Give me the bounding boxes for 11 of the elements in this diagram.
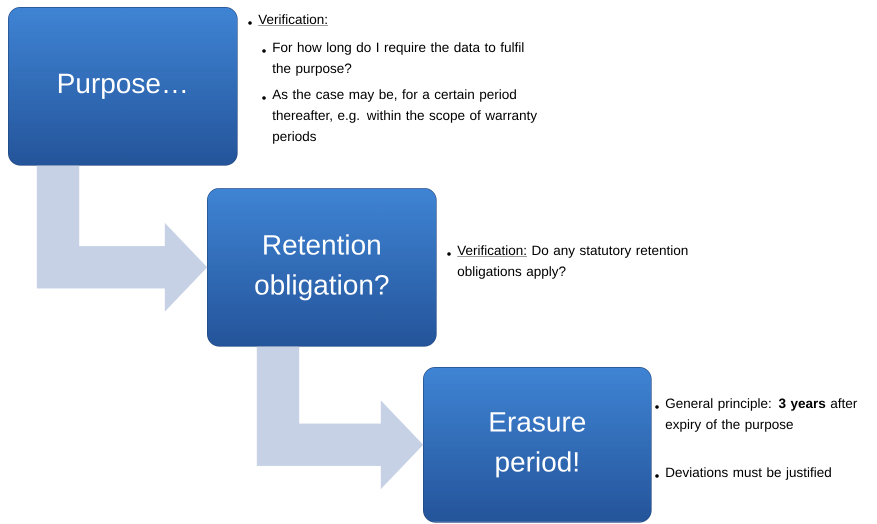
process-box: Retention obligation?: [207, 188, 437, 347]
bullet-text: General principle: 3 years after expiry of the purpose: [666, 398, 858, 432]
bullet-text: As the case may be, for a certain period thereafter, e.g. within the scope of warranty periods: [272, 89, 538, 144]
process-box: Erasure period!: [423, 367, 652, 523]
bullet-text: Verification:: [258, 14, 328, 26]
bent-arrow: [36, 165, 208, 312]
bent-arrow: [256, 346, 424, 489]
process-box: Purpose…: [8, 7, 238, 166]
bullet-text: Deviations must be justified: [666, 467, 831, 480]
bullet-text: Verification: Do any statutory retention obligations apply?: [457, 245, 688, 279]
bullet-text: For how long do I require the data to fulfil the purpose?: [272, 42, 524, 76]
